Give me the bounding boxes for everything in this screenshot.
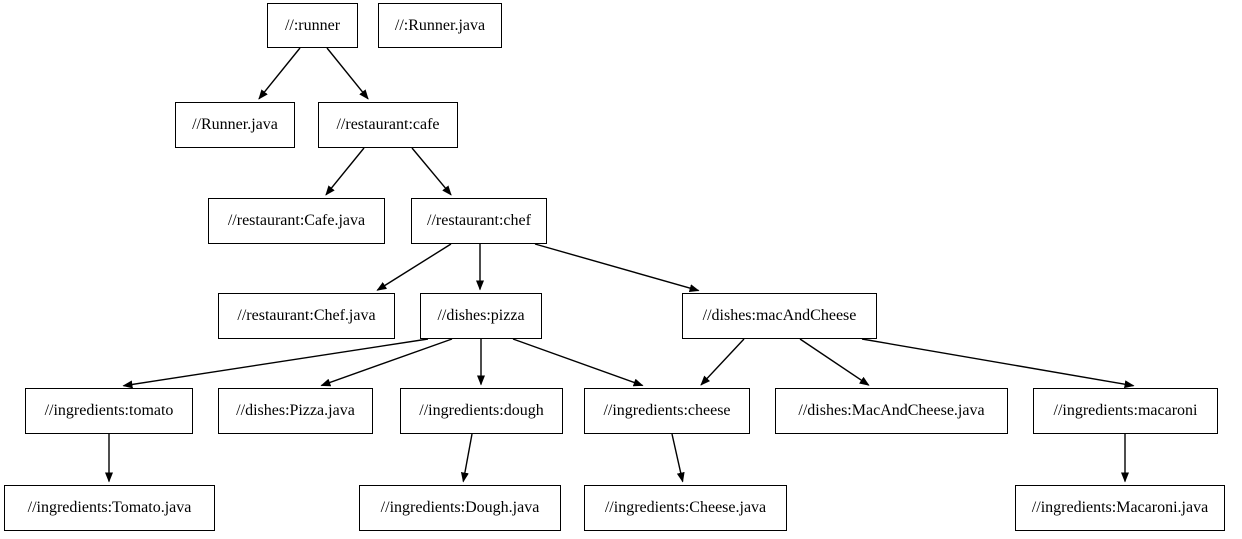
graph-node-ing_tomato[interactable]: //ingredients:tomato: [25, 388, 193, 434]
graph-node-label: //ingredients:cheese: [603, 402, 731, 419]
graph-node-label: //dishes:Pizza.java: [236, 402, 355, 419]
graph-node-label: //restaurant:chef: [427, 212, 531, 229]
graph-edge-restaurant_chef-to-restaurant_chef_java: [376, 243, 452, 291]
graph-node-label: //dishes:MacAndCheese.java: [798, 402, 985, 419]
graph-edge-restaurant_chef-to-dishes_macandcheese: [534, 243, 700, 292]
graph-edge-dishes_macandcheese-to-dishes_mac_java: [799, 338, 870, 386]
graph-node-ing_macaroni_java[interactable]: //ingredients:Macaroni.java: [1015, 485, 1225, 531]
graph-node-label: //dishes:macAndCheese: [702, 307, 857, 324]
graph-node-label: //ingredients:Dough.java: [380, 499, 540, 516]
graph-node-restaurant_cafe_java[interactable]: //restaurant:Cafe.java: [208, 198, 385, 244]
graph-edge-dishes_pizza-to-dishes_pizza_java: [320, 338, 453, 387]
graph-node-label: //ingredients:dough: [419, 402, 544, 419]
graph-edge-dishes_macandcheese-to-ing_macaroni: [861, 338, 1135, 389]
graph-node-restaurant_cafe[interactable]: //restaurant:cafe: [318, 102, 458, 148]
graph-node-runner_java[interactable]: //Runner.java: [175, 102, 295, 148]
graph-node-restaurant_chef[interactable]: //restaurant:chef: [411, 198, 547, 244]
graph-node-dishes_pizza[interactable]: //dishes:pizza: [420, 293, 542, 339]
graph-node-label: //ingredients:Cheese.java: [604, 499, 767, 516]
graph-node-label: //ingredients:Macaroni.java: [1031, 499, 1209, 516]
graph-node-ing_tomato_java[interactable]: //ingredients:Tomato.java: [4, 485, 215, 531]
graph-node-ing_dough[interactable]: //ingredients:dough: [400, 388, 563, 434]
graph-edge-ing_cheese-to-ing_cheese_java: [671, 433, 685, 483]
graph-edge-restaurant_cafe-to-restaurant_chef: [411, 147, 452, 196]
graph-edge-dishes_macandcheese-to-ing_cheese: [700, 338, 745, 386]
graph-edge-runner-to-restaurant_cafe: [326, 47, 369, 100]
graph-edge-runner-to-runner_java: [258, 47, 301, 100]
graph-edge-ing_dough-to-ing_dough_java: [460, 433, 473, 483]
graph-edge-dishes_pizza-to-ing_tomato: [122, 338, 429, 389]
graph-node-ing_cheese_java[interactable]: //ingredients:Cheese.java: [584, 485, 787, 531]
graph-node-label: //Runner.java: [192, 116, 278, 133]
graph-node-ing_dough_java[interactable]: //ingredients:Dough.java: [359, 485, 561, 531]
graph-node-label: //:runner: [284, 16, 341, 34]
graph-node-restaurant_chef_java[interactable]: //restaurant:Chef.java: [218, 293, 395, 339]
graph-node-label: //restaurant:cafe: [336, 116, 440, 133]
graph-node-label: //ingredients:macaroni: [1053, 402, 1198, 419]
graph-node-label: //dishes:pizza: [437, 307, 525, 324]
graph-edge-restaurant_cafe-to-restaurant_cafe_java: [325, 147, 365, 196]
graph-node-dishes_macandcheese[interactable]: //dishes:macAndCheese: [682, 293, 877, 339]
graph-node-dishes_mac_java[interactable]: //dishes:MacAndCheese.java: [775, 388, 1008, 434]
graph-node-label: //ingredients:Tomato.java: [27, 499, 192, 516]
graph-node-ing_macaroni[interactable]: //ingredients:macaroni: [1033, 388, 1218, 434]
graph-node-ing_cheese[interactable]: //ingredients:cheese: [584, 388, 750, 434]
graph-node-dishes_pizza_java[interactable]: //dishes:Pizza.java: [218, 388, 373, 434]
graph-edge-dishes_pizza-to-ing_cheese: [512, 338, 644, 387]
graph-node-label: //ingredients:tomato: [44, 402, 174, 419]
graph-node-runner[interactable]: //:runner: [267, 3, 358, 48]
graph-node-label: //restaurant:Cafe.java: [227, 212, 366, 229]
graph-node-label: //restaurant:Chef.java: [237, 307, 376, 324]
graph-node-label: //:Runner.java: [394, 16, 486, 34]
graph-node-root_runner_java[interactable]: //:Runner.java: [378, 3, 502, 48]
